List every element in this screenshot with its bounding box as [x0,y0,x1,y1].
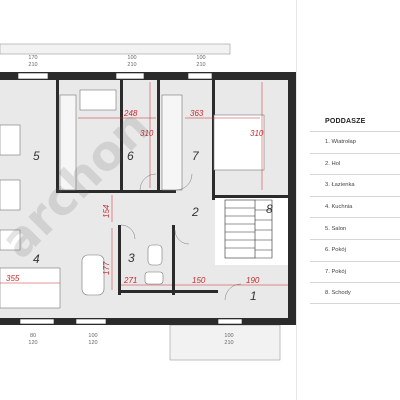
door-label-bottom: 210 [224,340,233,346]
wardrobe-7 [161,94,183,191]
dim-150: 150 [192,276,206,285]
terrace-top [0,43,231,55]
legend-item: 7. Pokój [310,260,400,283]
room-number-8: 8 [266,202,273,216]
door-label-bottom: 210 [28,62,37,68]
sofa [0,124,21,156]
legend-item: 1. Wiatrołap [310,131,400,153]
door-label-top: 170 [28,55,37,61]
legend-item: 3. Łazienka [310,174,400,196]
toilet [147,244,163,266]
legend-item: 8. Schody [310,282,400,304]
dim-177: 177 [102,261,111,275]
door-label-bottom: 210 [127,62,136,68]
dim-154: 154 [102,204,111,218]
legend-item: 2. Hol [310,152,400,175]
armchair [0,229,21,251]
room-number-4: 4 [33,252,40,266]
room-numbers: 5 6 7 2 8 3 4 1 [33,149,273,303]
dim-310-b: 310 [250,129,264,138]
legend-item: 5. Salon [310,217,400,239]
bed-6 [79,89,117,111]
dim-363: 363 [190,109,204,118]
door-label-top: 100 [224,333,233,339]
door-label-bottom: 120 [28,340,37,346]
dim-355: 355 [6,274,20,283]
wardrobe-6 [59,94,77,191]
room-number-7: 7 [192,149,200,163]
legend-item: 4. Kuchnia [310,195,400,218]
room-number-5: 5 [33,149,40,163]
room-legend: PODDASZE 1. Wiatrołap 2. Hol 3. Łazienka… [310,118,400,304]
kitchen-counter [0,267,61,309]
bathtub [81,254,105,296]
legend-title: PODDASZE [325,118,366,125]
room-number-1: 1 [250,289,257,303]
door-label-bottom: 210 [196,62,205,68]
door-label-top: 100 [196,55,205,61]
dim-190: 190 [246,276,260,285]
dimension-values: 248 363 310 310 154 177 271 150 190 355 [6,109,264,285]
dim-271: 271 [123,276,137,285]
divider-line [296,0,297,400]
exterior-walls [0,72,296,325]
door-label-bottom: 120 [88,340,97,346]
interior-walls [56,80,290,295]
door-label-top: 100 [127,55,136,61]
room-number-3: 3 [128,251,135,265]
door-labels: 170 210 100 210 100 210 80 120 100 120 1… [28,55,233,346]
door-label-top: 80 [30,333,36,339]
bed-7 [213,114,265,171]
dim-310-a: 310 [140,129,154,138]
dining-table [0,179,21,211]
terrace-bottom [169,324,281,361]
floor-white-area [215,195,290,265]
furniture [0,89,265,309]
sink [144,271,164,285]
door-label-top: 100 [88,333,97,339]
dimension-lines [0,82,288,290]
staircase [224,199,273,259]
legend-item: 6. Pokój [310,238,400,261]
dim-248: 248 [123,109,138,118]
windows [17,72,243,325]
room-number-2: 2 [191,205,199,219]
room-number-6: 6 [127,149,134,163]
door-swings [120,173,242,301]
